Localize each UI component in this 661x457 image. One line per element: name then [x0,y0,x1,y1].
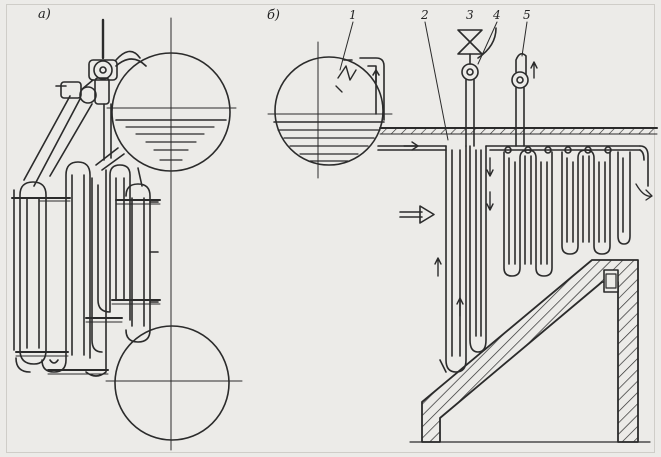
callout-leaders [339,21,528,141]
callout-4: 4 [493,8,501,22]
superheater-coils [503,146,653,277]
header-valve [55,18,147,105]
callout-2: 2 [421,8,429,22]
callout-5: 5 [523,8,531,22]
furnace-wall [409,259,651,443]
figure-border [6,4,655,453]
panel-label-a: а) [38,7,51,22]
roof-line [379,127,658,135]
connecting-pipe [377,141,447,151]
steam-drum [267,41,393,179]
callout-3: 3 [466,8,474,22]
gas-flow-arrow [399,205,435,224]
valves [457,27,538,147]
panel-b-drawing [267,21,658,443]
upper-drum [106,52,237,172]
lead-pipes [23,95,143,187]
lower-drum [105,325,243,441]
callout-1: 1 [349,8,357,22]
panel-a-drawing [11,17,243,451]
panel-label-b: б) [267,8,281,23]
spacer-bars [11,197,161,375]
coil-bank [13,161,159,377]
